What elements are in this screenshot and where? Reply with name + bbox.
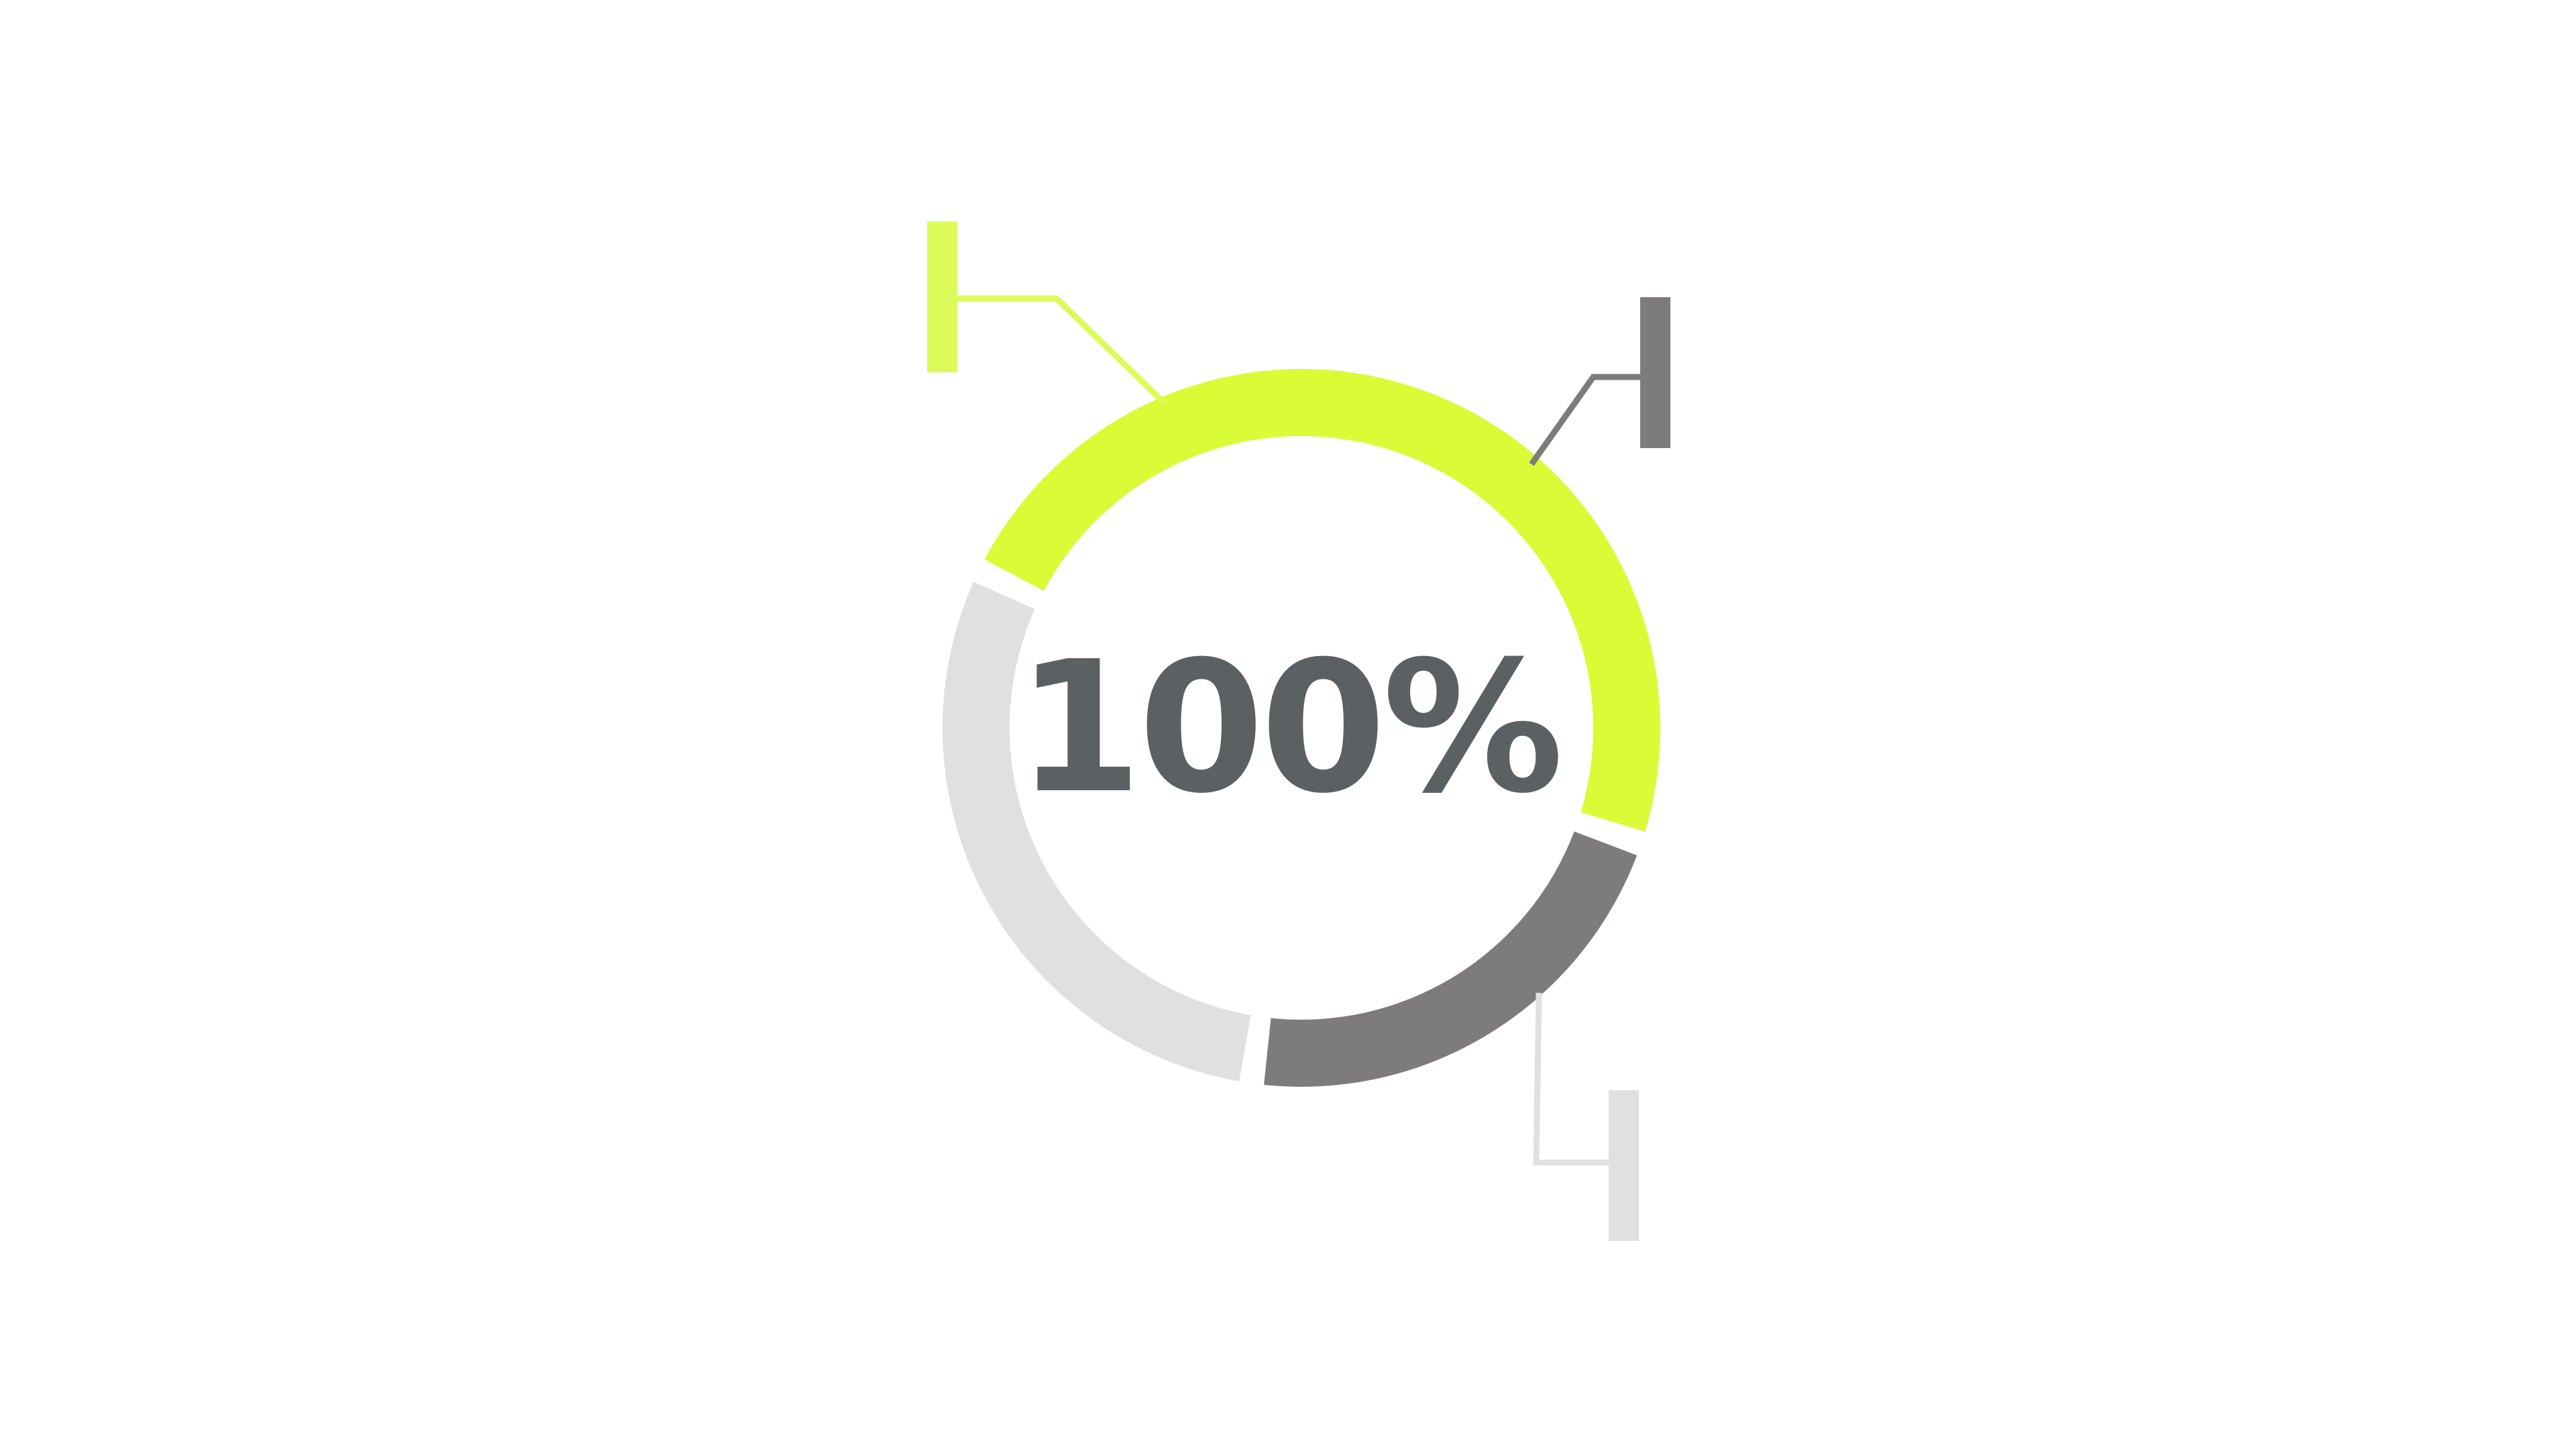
callout-light-marker [1609,1090,1639,1241]
segment-light [943,582,1251,1081]
segment-green [984,368,1661,832]
donut-segments [943,368,1661,1087]
callouts [927,221,1670,1241]
segment-gray [1264,831,1638,1087]
callout-light-leader [1533,992,1609,1166]
callout-green-marker [927,221,957,372]
callout-green-leader [957,295,1167,405]
callout-gray-leader [1529,374,1640,466]
callout-gray-marker [1640,297,1670,448]
center-label: 100% [1016,622,1564,833]
callout-gray [1529,297,1670,466]
callout-light [1533,992,1639,1241]
callout-green [927,221,1167,405]
